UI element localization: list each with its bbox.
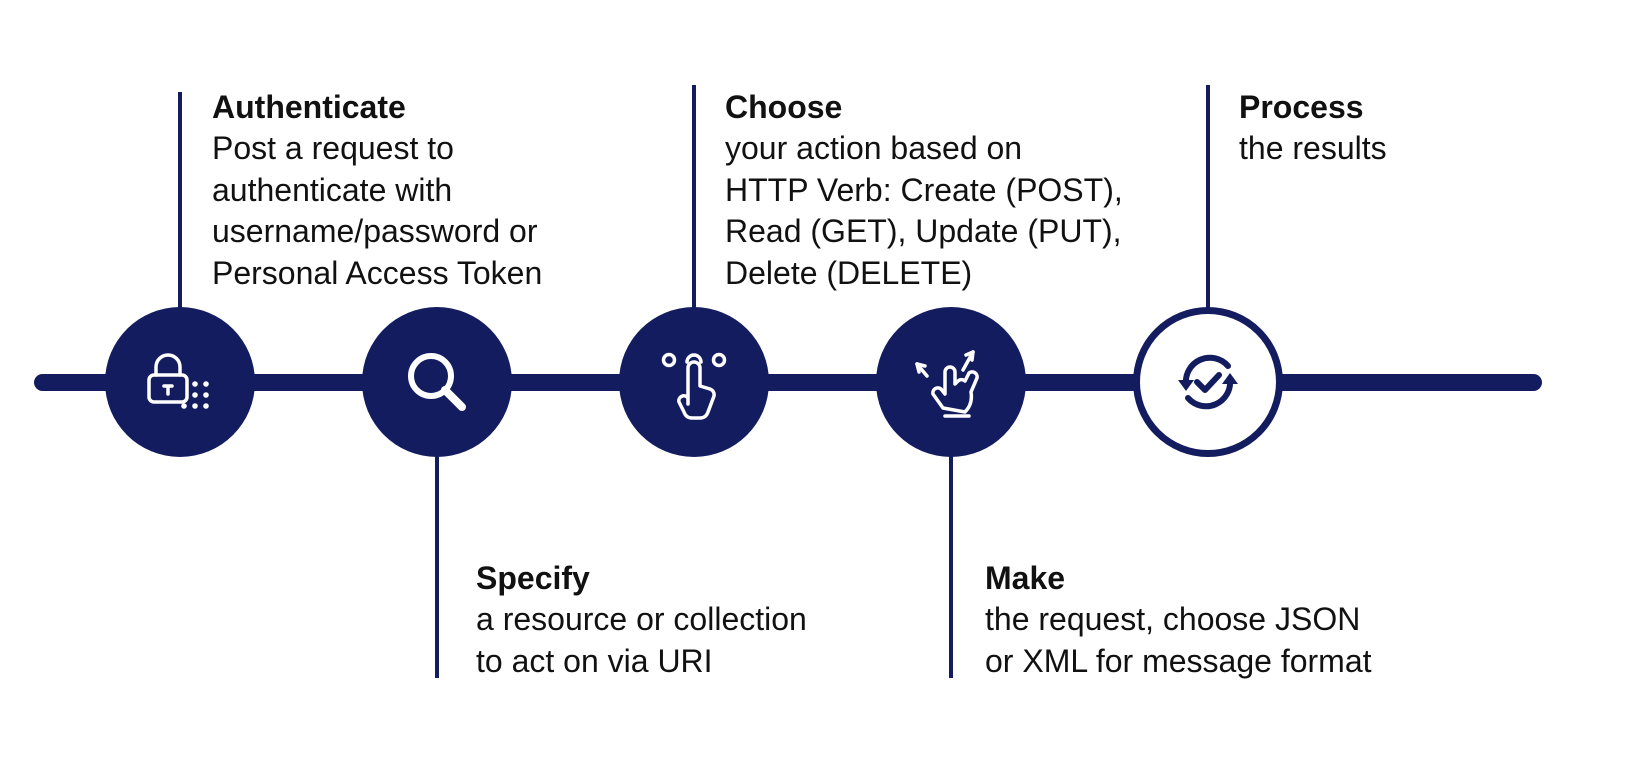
stem-process [1206, 85, 1210, 310]
step-authenticate: Authenticate Post a request to authentic… [212, 86, 542, 294]
stem-choose [692, 85, 696, 310]
node-make [876, 307, 1026, 457]
swipe-gesture-icon [915, 350, 979, 418]
step-specify: Specify a resource or collection to act … [476, 557, 807, 682]
step-title: Process [1239, 89, 1364, 125]
timeline-bar [34, 374, 1542, 391]
node-authenticate [105, 307, 255, 457]
node-specify [362, 307, 512, 457]
node-choose [619, 307, 769, 457]
step-title: Specify [476, 560, 590, 596]
tap-gesture-icon [661, 352, 727, 420]
step-title: Authenticate [212, 89, 406, 125]
stem-make [949, 450, 953, 678]
step-description: your action based on HTTP Verb: Create (… [725, 130, 1123, 291]
step-title: Make [985, 560, 1066, 596]
refresh-check-icon [1178, 354, 1238, 410]
search-icon [408, 353, 466, 411]
step-description: the results [1239, 130, 1387, 166]
step-description: the request, choose JSON or XML for mess… [985, 601, 1372, 679]
step-description: Post a request to authenticate with user… [212, 130, 543, 291]
node-process [1133, 307, 1283, 457]
stem-specify [435, 450, 439, 678]
step-make: Make the request, choose JSON or XML for… [985, 557, 1372, 682]
stem-authenticate [178, 92, 182, 310]
step-process: Process the results [1239, 86, 1387, 170]
step-choose: Choose your action based on HTTP Verb: C… [725, 86, 1123, 294]
step-description: a resource or collection to act on via U… [476, 601, 807, 679]
step-title: Choose [725, 89, 843, 125]
lock-keypad-icon [147, 353, 209, 409]
